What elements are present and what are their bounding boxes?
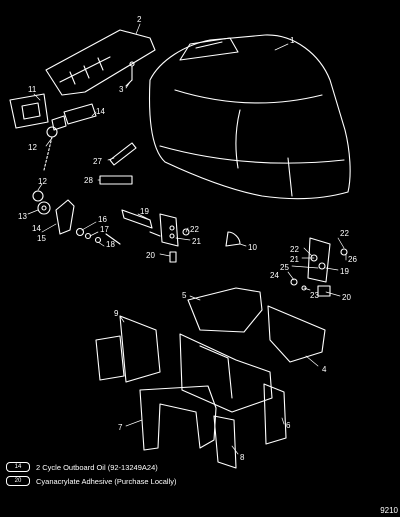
legend-row-adhesive: 20 Cyanacrylate Adhesive (Purchase Local… bbox=[6, 476, 177, 486]
callout-13: 13 bbox=[18, 212, 27, 221]
callout-10: 10 bbox=[248, 243, 257, 252]
callout-27: 27 bbox=[93, 157, 102, 166]
callout-12-lower: 12 bbox=[38, 177, 47, 186]
callout-28: 28 bbox=[84, 176, 93, 185]
fitting-part-14-upper bbox=[51, 103, 97, 131]
foam-pad-part-9 bbox=[95, 315, 161, 383]
legend-row-oil: 14 2 Cycle Outboard Oil (92-13249A24) bbox=[6, 462, 158, 472]
callout-9: 9 bbox=[114, 309, 119, 318]
callout-17: 17 bbox=[100, 225, 109, 234]
callout-24: 24 bbox=[270, 271, 279, 280]
callout-22: 22 bbox=[190, 225, 199, 234]
seal-strip-part-28 bbox=[99, 175, 133, 185]
callout-11: 11 bbox=[28, 85, 37, 94]
foam-pad-part-7 bbox=[139, 385, 217, 451]
callout-3: 3 bbox=[119, 85, 124, 94]
callout-12-upper: 12 bbox=[28, 143, 37, 152]
callout-20-right: 20 bbox=[342, 293, 351, 302]
sound-pad-center bbox=[179, 333, 273, 413]
callout-21-right: 21 bbox=[290, 255, 299, 264]
callout-22-right-b: 22 bbox=[340, 229, 349, 238]
callout-1: 1 bbox=[290, 36, 295, 45]
callout-19-right: 19 bbox=[340, 267, 349, 276]
legend-badge-label: 14 bbox=[14, 464, 22, 470]
callout-15: 15 bbox=[37, 234, 46, 243]
callout-22-right-a: 22 bbox=[290, 245, 299, 254]
latch-assembly-right bbox=[290, 237, 348, 297]
nut-part-12-upper bbox=[43, 126, 58, 171]
callout-5: 5 bbox=[182, 291, 187, 300]
callout-18: 18 bbox=[106, 240, 115, 249]
knob-part-10 bbox=[225, 231, 241, 247]
latch-bracket-center bbox=[121, 209, 190, 263]
figure-number: 9210 bbox=[380, 506, 398, 515]
callout-2: 2 bbox=[137, 15, 142, 24]
legend-badge-label: 20 bbox=[14, 478, 22, 484]
legend-text: Cyanacrylate Adhesive (Purchase Locally) bbox=[36, 476, 177, 486]
callout-23: 23 bbox=[310, 291, 319, 300]
latch-assembly-left bbox=[32, 190, 121, 245]
callout-6: 6 bbox=[286, 421, 291, 430]
vent-cover-part bbox=[45, 29, 156, 96]
adhesive-symbol-icon: 20 bbox=[6, 476, 30, 486]
top-cowl-part bbox=[148, 34, 351, 200]
foam-pad-part-4 bbox=[267, 305, 326, 363]
callout-19: 19 bbox=[140, 207, 149, 216]
callout-14-lower: 14 bbox=[32, 224, 41, 233]
oil-symbol-icon: 14 bbox=[6, 462, 30, 472]
callout-26: 26 bbox=[348, 255, 357, 264]
callout-7: 7 bbox=[118, 423, 123, 432]
foam-pad-part-5 bbox=[187, 287, 263, 333]
legend-text: 2 Cycle Outboard Oil (92-13249A24) bbox=[36, 462, 158, 472]
callout-4: 4 bbox=[322, 365, 327, 374]
callout-20: 20 bbox=[146, 251, 155, 260]
handle-grip-part bbox=[9, 93, 49, 129]
callout-14-upper: 14 bbox=[96, 107, 105, 116]
callout-16: 16 bbox=[98, 215, 107, 224]
seal-strip-part-27 bbox=[109, 142, 137, 166]
foam-pad-part-8 bbox=[213, 415, 237, 469]
foam-pad-part-6 bbox=[263, 383, 287, 445]
callout-8: 8 bbox=[240, 453, 245, 462]
callout-21: 21 bbox=[192, 237, 201, 246]
callout-25: 25 bbox=[280, 263, 289, 272]
